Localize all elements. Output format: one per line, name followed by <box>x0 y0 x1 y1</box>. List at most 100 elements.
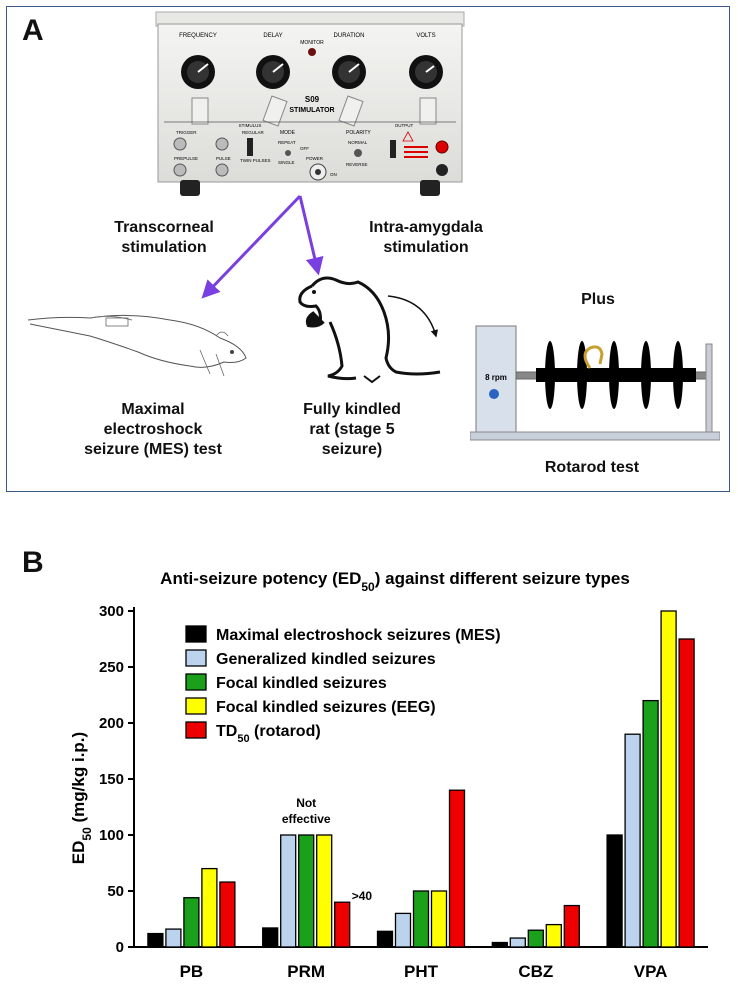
x-tick-label-prm: PRM <box>287 962 325 981</box>
off-label: OFF <box>300 146 309 151</box>
trigger-label: TRIGGER <box>176 130 197 135</box>
bar-pb-gen <box>165 928 182 948</box>
bar-pb-focal <box>183 897 200 948</box>
x-tick-label-cbz: CBZ <box>518 962 553 981</box>
normal-label: NORMAL <box>348 140 368 145</box>
bar-cbz-eeg <box>545 923 562 948</box>
x-tick-label-pht: PHT <box>404 962 439 981</box>
rotarod-caption: Rotarod test <box>544 459 640 476</box>
annotations: Not effective >40 <box>282 796 373 903</box>
single-label: SINGLE <box>278 160 295 165</box>
legend-swatch-mes <box>185 625 207 643</box>
rpm-label: 8 rpm <box>485 373 507 382</box>
y-tick-label: 50 <box>107 883 124 900</box>
bar-prm-td <box>334 901 351 948</box>
legend-label-gen: Generalized kindled seizures <box>216 651 436 668</box>
y-tick-label: 100 <box>99 827 124 844</box>
x-axis: PB PRM PHT CBZ VPA <box>180 962 668 981</box>
bar-prm-eeg <box>316 834 333 948</box>
bar-pht-gen <box>394 912 412 948</box>
bar-pht-td <box>448 789 466 948</box>
bar-prm-gen <box>280 834 297 948</box>
bnc-connector <box>173 137 187 151</box>
chart-title: Anti-seizure potency (ED50) against diff… <box>160 569 630 594</box>
monitor-label: MONITOR <box>300 40 324 46</box>
knob-label-frequency: FREQUENCY <box>179 33 217 39</box>
bar-pb-mes <box>147 932 164 948</box>
reverse-label: REVERSE <box>346 162 368 167</box>
stimulus-label: STIMULUS <box>239 123 262 128</box>
bnc-connector <box>215 137 229 151</box>
stimulator-device: FREQUENCY DELAY DURATION VOLTS MONITOR S… <box>155 11 465 196</box>
knob-duration <box>332 55 366 89</box>
legend-swatch-eeg <box>185 697 207 715</box>
range-switch <box>338 95 364 127</box>
legend-swatch-td <box>185 721 207 739</box>
arrow-intra-amygdala <box>298 195 324 276</box>
black-terminal <box>436 164 448 176</box>
bar-vpa-td <box>678 638 695 948</box>
range-switch <box>419 97 437 125</box>
y-axis-label: ED50 (mg/kg i.p.) <box>69 732 94 864</box>
legend-label-mes: Maximal electroshock seizures (MES) <box>216 627 501 644</box>
output-switch <box>390 140 396 158</box>
stimulation-arrows <box>201 194 439 338</box>
y-tick-label: 0 <box>116 939 124 956</box>
rotation-arrow <box>387 295 439 338</box>
legend-label-focal: Focal kindled seizures <box>216 675 387 692</box>
not-effective-annotation-line1: Not <box>296 796 316 810</box>
rotarod-disc <box>609 341 619 409</box>
bar-cbz-gen <box>509 937 526 948</box>
range-switch <box>262 95 288 127</box>
bar-prm-focal <box>298 834 315 948</box>
x-tick-label-pb: PB <box>180 962 204 981</box>
rotarod-disc <box>673 341 683 409</box>
bnc-connector <box>215 163 229 177</box>
panel-a-label: A <box>22 14 44 47</box>
bnc-connector <box>173 163 187 177</box>
plus-label: Plus <box>581 291 615 308</box>
panel-a-frame <box>6 6 730 492</box>
knob-label-volts: VOLTS <box>416 33 435 39</box>
bar-vpa-eeg <box>660 610 677 948</box>
bar-cbz-mes <box>491 941 508 948</box>
rotarod-apparatus: 8 rpm <box>470 325 720 441</box>
panel-b-label: B <box>22 546 44 579</box>
gt40-annotation: >40 <box>352 889 373 903</box>
knob-label-duration: DURATION <box>334 33 365 39</box>
legend-label-eeg: Focal kindled seizures (EEG) <box>216 699 436 716</box>
mode-label: MODE <box>280 130 296 136</box>
legend: Maximal electroshock seizures (MES) Gener… <box>185 625 501 745</box>
bar-pb-td <box>219 881 236 948</box>
bar-prm-mes <box>262 927 279 948</box>
output-label: OUTPUT <box>395 123 414 128</box>
pulse-label: PULSE <box>216 156 231 161</box>
bar-vpa-gen <box>624 733 641 948</box>
bar-vpa-mes <box>606 834 623 948</box>
knob-delay <box>256 55 290 89</box>
toggle-switch <box>247 138 253 156</box>
rat-sketch <box>298 276 441 384</box>
power-label: POWER <box>306 156 324 161</box>
legend-swatch-focal <box>185 673 207 691</box>
not-effective-annotation-line2: effective <box>282 812 331 826</box>
polarity-label: POLARITY <box>346 130 371 136</box>
y-tick-label: 200 <box>99 715 124 732</box>
y-tick-label: 300 <box>99 603 124 620</box>
twin-label: TWIN PULSES <box>240 158 271 163</box>
svg-text:ED50 (mg/kg i.p.): ED50 (mg/kg i.p.) <box>69 732 94 864</box>
bar-cbz-focal <box>527 929 544 948</box>
prepulse-label: PREPULSE <box>174 156 198 161</box>
x-tick-label-vpa: VPA <box>634 962 668 981</box>
regular-label: REGULAR <box>242 130 265 135</box>
red-terminal <box>435 140 449 154</box>
y-tick-label: 150 <box>99 771 124 788</box>
legend-swatch-gen <box>185 649 207 667</box>
warning-icon <box>402 131 414 142</box>
device-name: STIMULATOR <box>289 107 334 114</box>
knob-volts <box>409 55 443 89</box>
